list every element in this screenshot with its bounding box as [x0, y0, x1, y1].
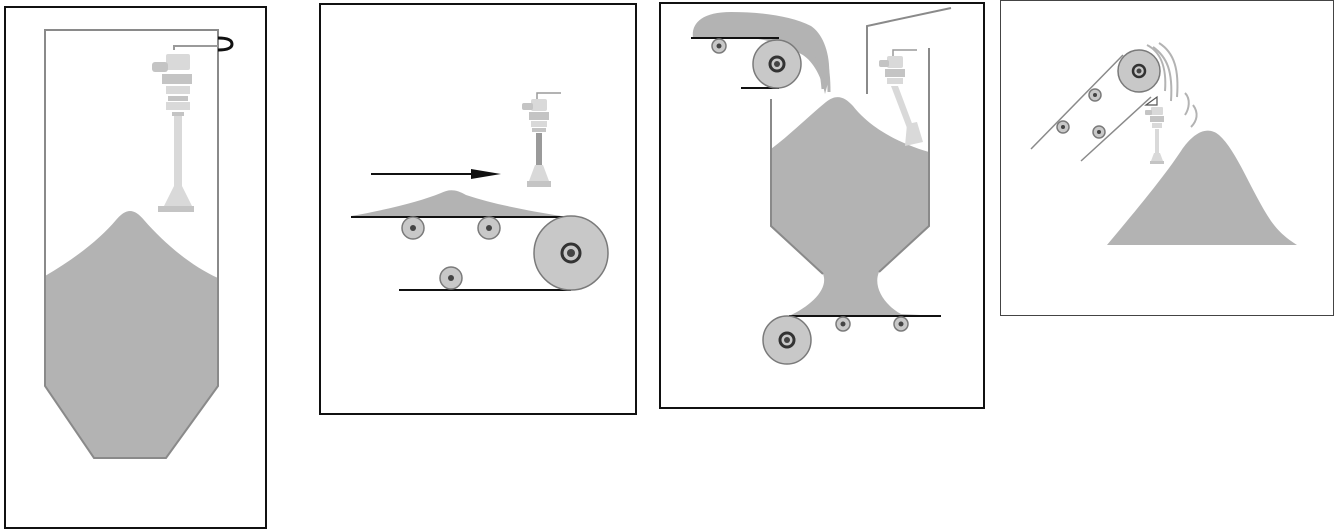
silo-panel	[4, 6, 267, 529]
radar-sensor-icon	[522, 92, 561, 187]
inclined-conveyor-icon	[1030, 49, 1161, 162]
conveyor-belt-icon	[762, 315, 941, 365]
chute-icon	[866, 7, 952, 94]
silo-icon	[44, 29, 219, 459]
silo-diagram	[44, 29, 234, 459]
radar-sensor-icon	[879, 49, 923, 146]
stockpile-panel	[1000, 0, 1334, 316]
conveyor-belt-icon	[691, 37, 802, 89]
cable-hook-icon	[217, 36, 234, 52]
falling-material-icon	[1146, 42, 1198, 128]
bulk-material-icon	[692, 12, 830, 94]
radar-sensor-icon	[1144, 95, 1164, 164]
flow-direction-arrow-icon	[371, 169, 501, 179]
conveyor-belt-icon	[351, 215, 609, 291]
bulk-material-icon	[771, 97, 939, 316]
radar-sensor-icon	[152, 45, 218, 212]
conveyor-diagram	[351, 92, 609, 291]
hopper-icon	[770, 48, 930, 275]
bulk-material-icon	[45, 211, 218, 458]
hopper-panel	[659, 2, 985, 409]
stockpile-diagram	[1030, 42, 1297, 245]
bulk-material-icon	[351, 190, 561, 216]
stockpile-icon	[1107, 130, 1297, 245]
hopper-diagram	[691, 7, 952, 365]
conveyor-panel	[319, 3, 637, 415]
